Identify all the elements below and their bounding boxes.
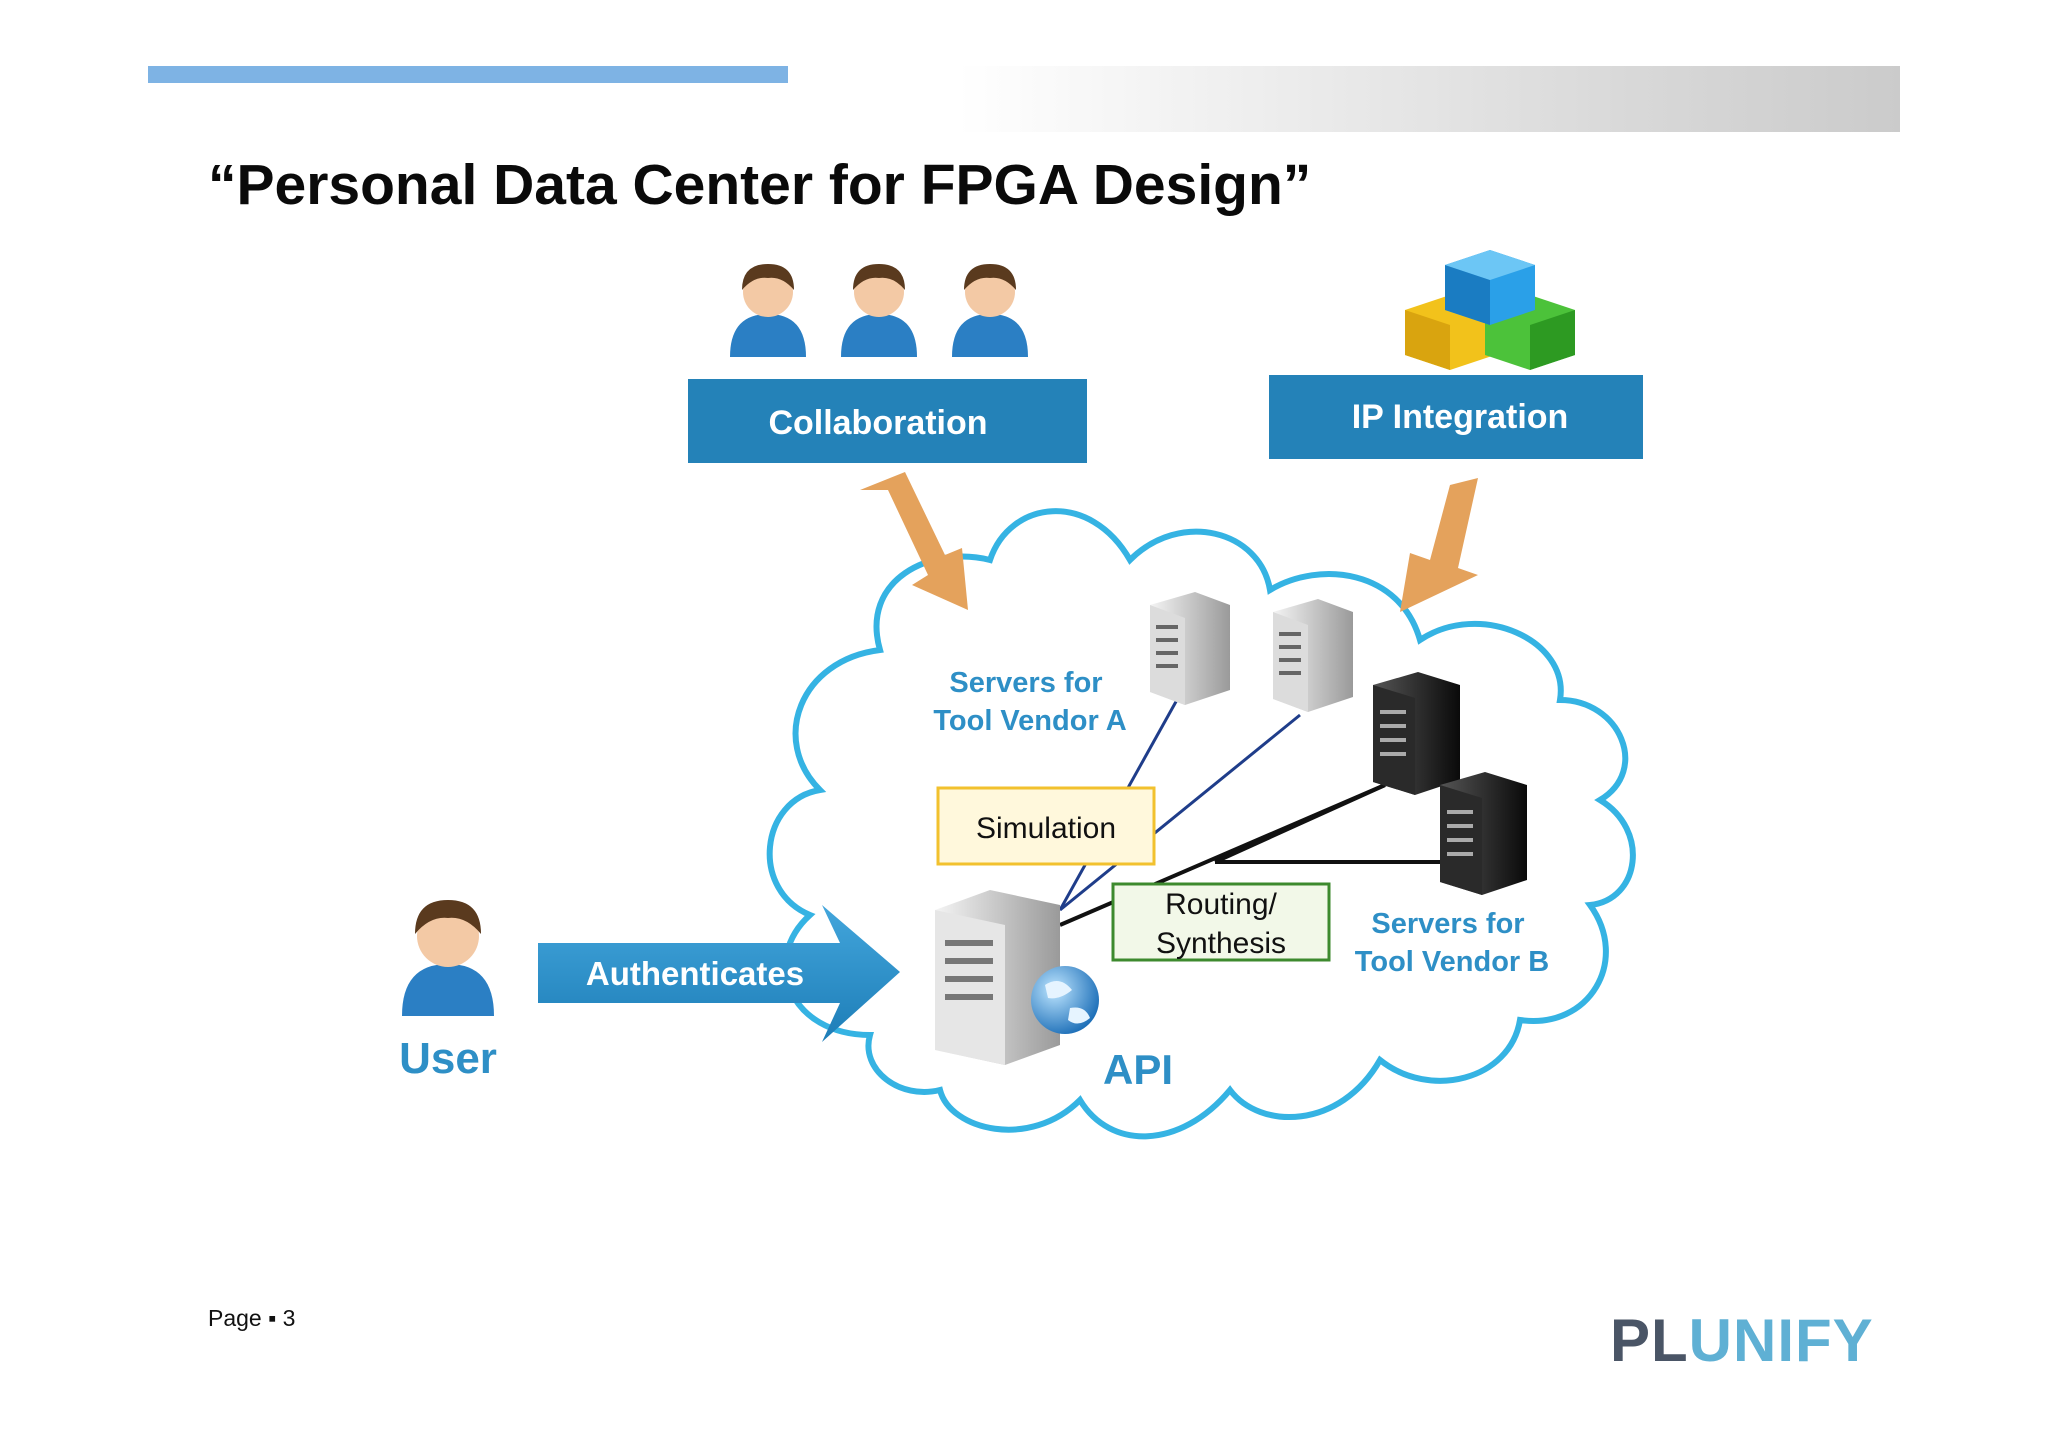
plunify-logo: PLUNIFY (1610, 1306, 1874, 1375)
person-icon (730, 264, 806, 357)
server-black-icon (1440, 772, 1527, 895)
ip-blocks-icon (1405, 250, 1575, 370)
collaboration-box (688, 379, 1087, 463)
header-accent-bar (148, 66, 788, 83)
authenticates-arrow (538, 905, 900, 1042)
api-server-icon (935, 890, 1060, 1065)
routing-label-line1: Routing/ (1165, 888, 1277, 921)
routing-label-line2: Synthesis (1156, 927, 1286, 960)
arrow-collaboration (860, 472, 968, 610)
simulation-box (936, 786, 1156, 866)
authenticates-label: Authenticates (586, 955, 804, 992)
simulation-label: Simulation (976, 812, 1116, 845)
people-icons (730, 264, 1028, 357)
routing-synthesis-box (1111, 882, 1331, 962)
servers-b-label-line2: Tool Vendor B (1355, 946, 1549, 978)
servers-a-label-line2: Tool Vendor A (933, 705, 1126, 737)
globe-icon (1031, 966, 1099, 1034)
header-gradient-bar (958, 66, 1900, 132)
person-icon (952, 264, 1028, 357)
servers-b-label-line1: Servers for (1371, 908, 1524, 940)
arrow-ip-integration (1400, 478, 1478, 612)
slide-title: “Personal Data Center for FPGA Design” (208, 153, 1312, 217)
user-person-icon (402, 900, 494, 1016)
ip-integration-label: IP Integration (1352, 398, 1569, 436)
server-black-icon (1373, 672, 1460, 795)
collaboration-label: Collaboration (768, 404, 987, 442)
server-gray-icon (1273, 599, 1353, 712)
servers-a-label-line1: Servers for (949, 667, 1102, 699)
person-icon (841, 264, 917, 357)
logo-right-text: UNIFY (1688, 1307, 1874, 1374)
page-number: Page ▪ 3 (208, 1305, 296, 1331)
server-gray-icon (1150, 592, 1230, 705)
user-label: User (399, 1034, 497, 1083)
logo-left-text: PL (1610, 1307, 1689, 1374)
ip-integration-box (1269, 375, 1643, 459)
api-label: API (1103, 1046, 1173, 1093)
